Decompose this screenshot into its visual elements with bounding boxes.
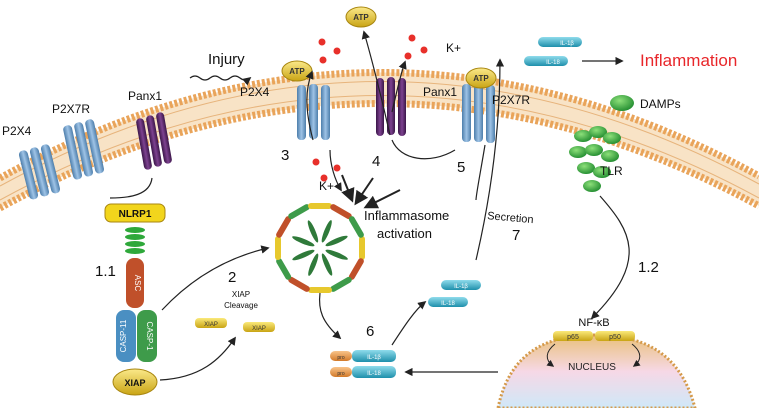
atp-molecule-2: ATP <box>345 6 377 28</box>
step-5: 5 <box>457 159 465 176</box>
nucleus: NUCLEUS <box>496 333 697 410</box>
inflammasome-core-strand <box>292 236 315 247</box>
panx1-label-left: Panx1 <box>128 89 162 103</box>
p2x4-channel-step3 <box>297 84 330 140</box>
k-ions <box>311 33 429 183</box>
arrow-to-inflammasome <box>161 245 270 311</box>
inflammasome-core-strand <box>292 249 315 261</box>
p2x7r-label-mid: P2X7R <box>492 93 530 107</box>
casp1-label: CASP-1 <box>145 322 154 351</box>
secretion-label: Secretion <box>487 210 534 226</box>
k-plus-label-bottom: K+ <box>319 179 334 193</box>
atp-label: ATP <box>353 13 369 22</box>
atp-label: ATP <box>289 67 305 76</box>
p65-label: p65 <box>567 334 579 341</box>
nlrp1-label: NLRP1 <box>119 209 152 220</box>
inflammasome-subunit <box>288 204 310 220</box>
inflammasome-subunit <box>308 203 332 209</box>
inflammasome-subunit <box>359 236 365 260</box>
tlr-label: TLR <box>600 164 623 178</box>
nucleus-label: NUCLEUS <box>568 362 616 373</box>
p2x7r-label-left: P2X7R <box>52 102 90 116</box>
mature-cytokines: IL-1β IL-18 <box>428 280 481 307</box>
damps-legend: DAMPs <box>610 95 681 111</box>
nfkb-complex: NF-κB p65 p50 <box>546 317 641 367</box>
inflammasome-core-strand <box>321 220 332 243</box>
step-4: 4 <box>372 153 380 170</box>
arrow-inflammasome-to-cytokines <box>318 292 342 340</box>
pro-cytokines: pro IL-1β pro IL-18 <box>330 350 396 378</box>
inflammasome-subunit <box>348 258 364 280</box>
tlr-receptor <box>569 126 621 192</box>
nlrp1-complex: NLRP1 ASC CASP-11 CASP-1 XIAP <box>104 203 166 396</box>
p2x7r-channel-step5 <box>462 84 495 143</box>
panx1-label-mid: Panx1 <box>423 85 457 99</box>
p2x4-channel-left <box>18 144 61 200</box>
il18-label: IL-18 <box>367 371 381 377</box>
step-1-2: 1.2 <box>638 259 659 276</box>
il18-label: IL-18 <box>441 301 455 307</box>
p2x4-label-mid: P2X4 <box>240 85 270 99</box>
secreted-cytokines: IL-1β IL-18 <box>524 37 624 66</box>
injury-label: Injury <box>208 51 245 68</box>
linker-coil <box>125 227 145 254</box>
pro-label: pro <box>337 355 344 361</box>
atp-molecule-1: ATP <box>281 60 313 82</box>
asc-label: ASC <box>133 275 142 292</box>
atp-label: ATP <box>473 74 489 83</box>
damps-label: DAMPs <box>640 97 681 111</box>
panx1-channel-step4 <box>376 77 406 136</box>
xiap-fragment-label: XIAP <box>204 322 218 328</box>
il1b-label: IL-1β <box>560 41 574 47</box>
inflammasome-subunit <box>330 204 352 220</box>
channel-arrows <box>109 30 505 261</box>
arrow-tlr-to-nfkb <box>590 195 630 320</box>
p2x7r-channel-left <box>63 119 104 180</box>
inflammasome-subunit <box>308 287 332 293</box>
inflammasome-subunit <box>288 276 310 292</box>
xiap-fragment-label: XIAP <box>252 326 266 332</box>
injury-signal: Injury <box>189 51 252 86</box>
xiap-cleavage-label-1: XIAP <box>232 290 250 299</box>
xiap-cleavage-label-2: Cleavage <box>224 301 258 310</box>
inflammasome-subunit <box>275 236 281 260</box>
pro-label: pro <box>337 371 344 377</box>
step-2: 2 <box>228 269 236 286</box>
inflammasome-subunit <box>276 258 292 280</box>
inflammasome-subunit <box>276 216 292 238</box>
inflammasome-core-strand <box>321 253 333 276</box>
p50-label: p50 <box>609 334 621 341</box>
inflammasome-core-strand <box>307 220 319 243</box>
xiap-fragments: XIAP XIAP <box>195 318 275 332</box>
step-3: 3 <box>281 147 289 164</box>
inflammation-label: Inflammation <box>640 51 737 70</box>
step-1-1: 1.1 <box>95 263 116 280</box>
p2x4-label-left: P2X4 <box>2 124 32 138</box>
inflammasome-complex <box>275 203 365 293</box>
inflammasome-core-strand <box>325 235 348 247</box>
panx1-channel-left <box>136 112 172 170</box>
step-6: 6 <box>366 323 374 340</box>
xiap-label: XIAP <box>124 378 145 388</box>
inflammasome-label-2: activation <box>377 226 432 241</box>
il1b-label: IL-1β <box>367 355 381 361</box>
il18-label: IL-18 <box>546 60 560 66</box>
nfkb-label: NF-κB <box>578 317 609 329</box>
inflammasome-core-strand <box>325 249 348 260</box>
inflammasome-label-1: Inflammasome <box>364 208 449 223</box>
step-7: 7 <box>512 227 520 244</box>
il1b-label: IL-1β <box>454 284 468 290</box>
arrow-maturation <box>391 300 427 346</box>
casp11-label: CASP-11 <box>119 319 128 352</box>
k-plus-label-top: K+ <box>446 41 461 55</box>
atp-molecule-3: ATP <box>465 67 497 89</box>
inflammasome-core-strand <box>308 253 319 276</box>
inflammasome-subunit <box>330 276 352 292</box>
inflammasome-subunit <box>348 216 364 238</box>
arrow-xiap-cleavage <box>159 336 236 381</box>
